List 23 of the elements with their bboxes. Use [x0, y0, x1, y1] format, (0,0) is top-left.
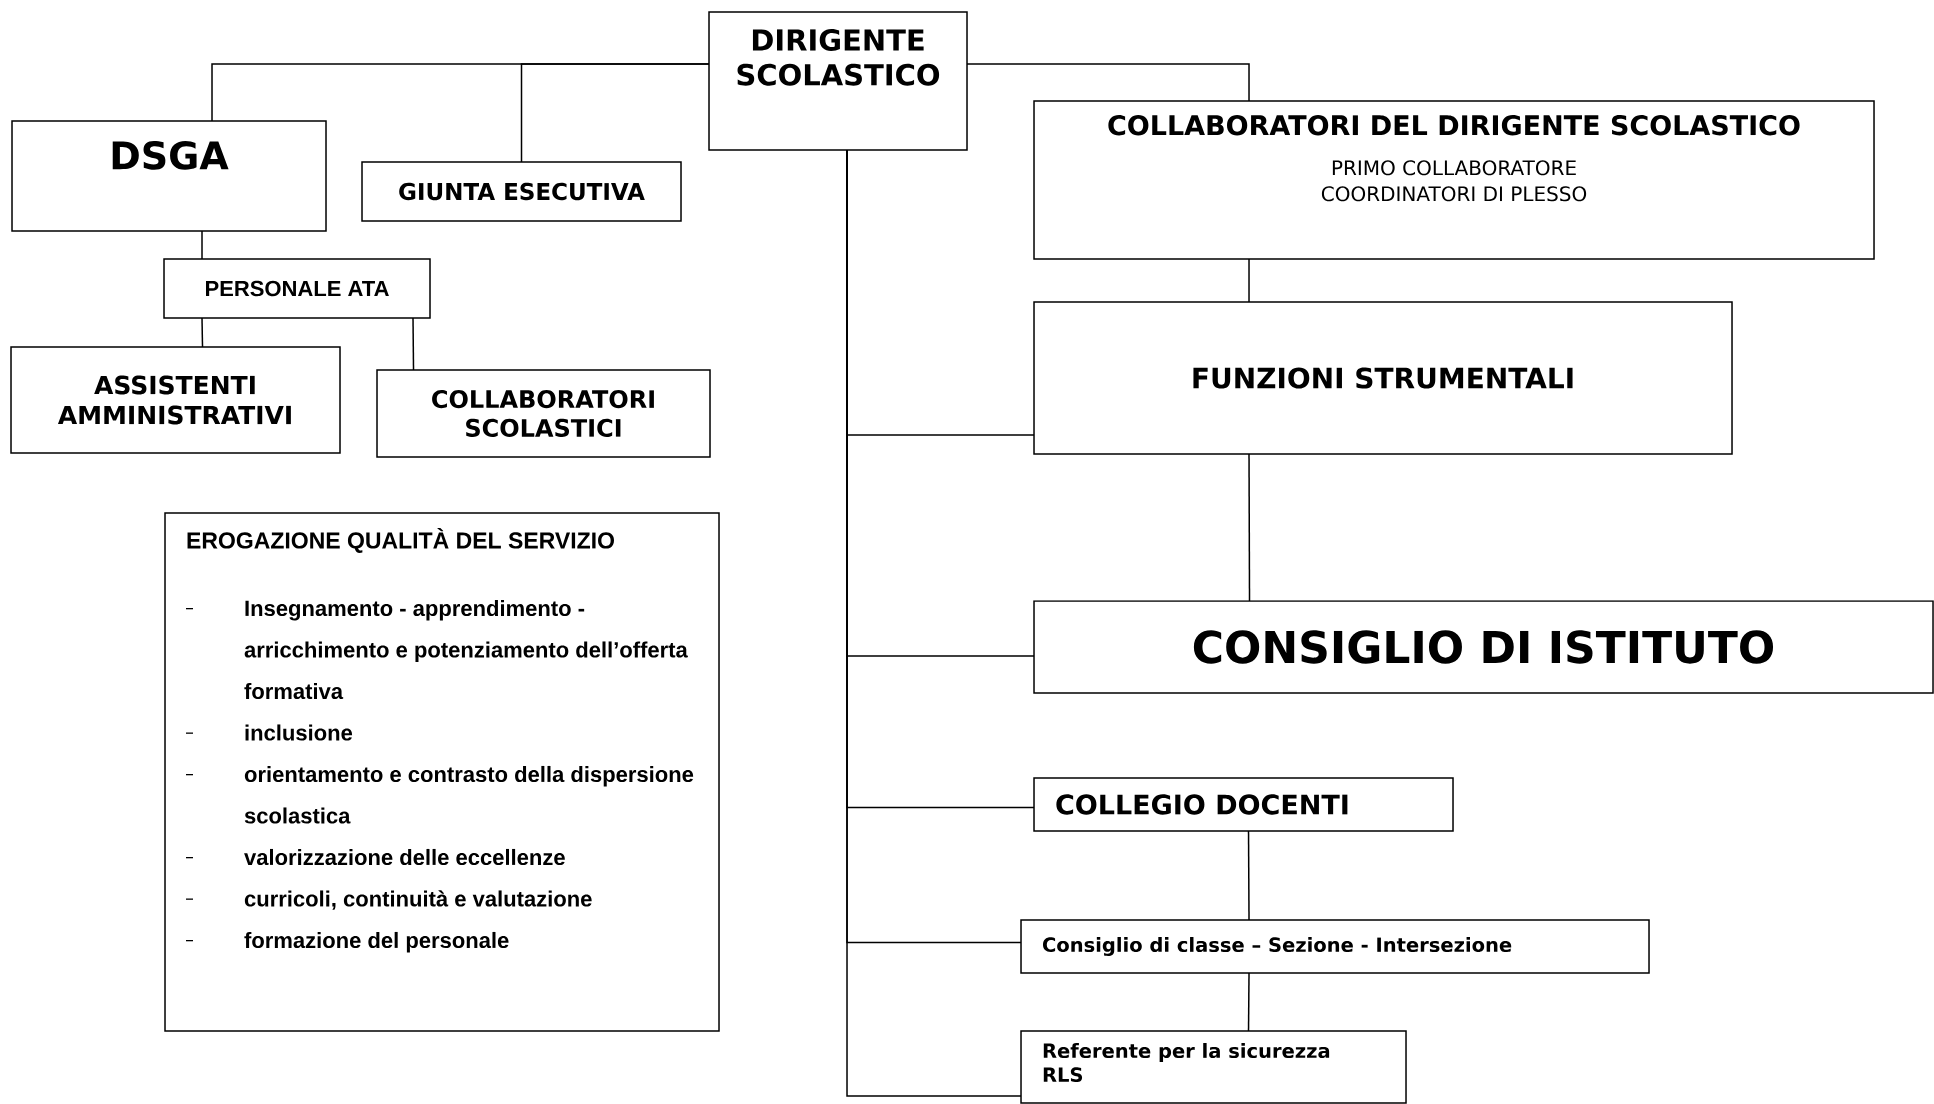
org-box: GIUNTA ESECUTIVA [361, 161, 682, 222]
connector-line [1248, 453, 1251, 602]
connector-line [201, 230, 203, 260]
org-box: Consiglio di classe – Sezione - Intersezione [1020, 919, 1650, 974]
org-box: COLLEGIO DOCENTI [1033, 777, 1454, 832]
org-box: PERSONALE ATA [163, 258, 431, 319]
org-box: DIRIGENTE SCOLASTICO [708, 11, 968, 151]
org-box: COLLABORATORI SCOLASTICI [376, 369, 711, 458]
connector-line [846, 149, 1022, 1097]
org-box: ASSISTENTI AMMINISTRATIVI [10, 346, 341, 454]
org-box: Referente per la sicurezza RLS [1020, 1030, 1407, 1104]
connector-line [520, 63, 710, 163]
connector-line [1248, 258, 1250, 303]
text-box: EROGAZIONE QUALITÀ DEL SERVIZIO Insegnamento - apprendimento - arricchimento e potenziamento dell’offerta formativa inclusione orientamento e contrasto della dispersione scolastica valorizzazione delle eccellenze curricoli, continuità e valutazione formazione del personale [164, 512, 720, 1032]
org-box: CONSIGLIO DI ISTITUTO [1033, 600, 1934, 694]
connector-line [1247, 972, 1250, 1032]
connector-line [412, 317, 415, 371]
connector-line [201, 317, 204, 348]
org-box: DSGA [11, 120, 327, 232]
org-box: COLLABORATORI DEL DIRIGENTE SCOLASTICO PRIMO COLLABORATORE COORDINATORI DI PLESSO [1033, 100, 1875, 260]
org-box: FUNZIONI STRUMENTALI [1033, 301, 1733, 455]
connector-line [966, 63, 1250, 102]
connector-line [1247, 830, 1250, 921]
